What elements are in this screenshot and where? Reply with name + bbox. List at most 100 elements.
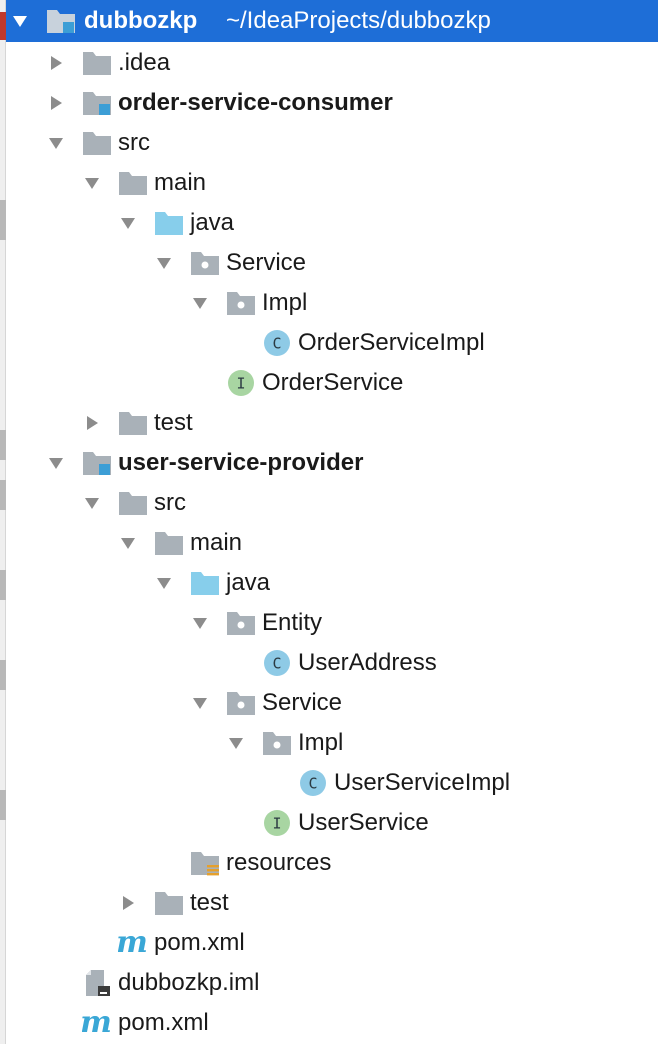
chevron-down-icon[interactable]: [48, 135, 64, 151]
tree-item[interactable]: main: [6, 162, 658, 202]
chevron-right-icon[interactable]: [48, 55, 64, 71]
folder-icon: [119, 172, 147, 195]
tree-item[interactable]: order-service-consumer: [6, 82, 658, 122]
chevron-right-icon[interactable]: [120, 895, 136, 911]
package-icon: [227, 292, 255, 315]
class-icon: C: [264, 650, 290, 676]
tree-item[interactable]: C OrderServiceImpl: [6, 322, 658, 362]
tree-item-label: test: [154, 409, 193, 436]
edge-marker: [0, 480, 6, 510]
tree-item[interactable]: .idea: [6, 42, 658, 82]
tree-item[interactable]: user-service-provider: [6, 442, 658, 482]
tree-root-name: dubbozkp: [84, 7, 198, 34]
chevron-down-icon[interactable]: [48, 455, 64, 471]
folder-icon: [83, 52, 111, 75]
chevron-down-icon[interactable]: [120, 215, 136, 231]
folder-icon: [155, 892, 183, 915]
tree-item[interactable]: test: [6, 882, 658, 922]
chevron-down-icon[interactable]: [192, 295, 208, 311]
tree-item-label: order-service-consumer: [118, 89, 393, 116]
tree-item-label: Service: [226, 249, 307, 276]
class-icon: C: [264, 330, 290, 356]
maven-icon: m: [118, 929, 148, 957]
tree-item[interactable]: java: [6, 202, 658, 242]
project-tree: dubbozkp ~/IdeaProjects/dubbozkp .idea or…: [6, 0, 658, 1044]
chevron-down-icon[interactable]: [84, 495, 100, 511]
tree-item-label: src: [154, 489, 186, 516]
maven-icon: m: [82, 1009, 112, 1037]
package-icon: [263, 732, 291, 755]
tree-item-label: Impl: [298, 729, 344, 756]
tree-item[interactable]: test: [6, 402, 658, 442]
tree-item[interactable]: resources: [6, 842, 658, 882]
tree-item-label: dubbozkp.iml: [118, 969, 260, 996]
tree-item[interactable]: src: [6, 482, 658, 522]
folder-icon: [119, 412, 147, 435]
edge-marker: [0, 200, 6, 240]
tree-item-label: OrderServiceImpl: [298, 329, 485, 356]
tree-item[interactable]: Impl: [6, 722, 658, 762]
tree-item-label: Service: [262, 689, 343, 716]
edge-marker: [0, 660, 6, 690]
tree-item[interactable]: src: [6, 122, 658, 162]
tree-item[interactable]: Service: [6, 242, 658, 282]
tree-item-label: pom.xml: [154, 929, 245, 956]
tree-item-label: pom.xml: [118, 1009, 209, 1036]
tree-item-label: main: [154, 169, 207, 196]
package-icon: [227, 692, 255, 715]
tree-item[interactable]: java: [6, 562, 658, 602]
module-folder-icon: [47, 10, 75, 33]
chevron-down-icon[interactable]: [84, 175, 100, 191]
folder-icon: [119, 492, 147, 515]
chevron-down-icon[interactable]: [228, 735, 244, 751]
tree-item-label: src: [118, 129, 150, 156]
module-folder-icon: [83, 92, 111, 115]
tree-item[interactable]: Entity: [6, 602, 658, 642]
source-folder-icon: [191, 572, 219, 595]
tree-item[interactable]: dubbozkp.iml: [6, 962, 658, 1002]
chevron-down-icon[interactable]: [156, 575, 172, 591]
tree-item-label: Impl: [262, 289, 308, 316]
left-editor-edge: [0, 0, 6, 1044]
tree-item-label: UserService: [298, 809, 429, 836]
tree-item[interactable]: main: [6, 522, 658, 562]
edge-marker: [0, 12, 6, 40]
folder-icon: [155, 532, 183, 555]
interface-icon: I: [264, 810, 290, 836]
chevron-down-icon[interactable]: [192, 695, 208, 711]
edge-marker: [0, 430, 6, 460]
tree-item[interactable]: Impl: [6, 282, 658, 322]
tree-root-row[interactable]: dubbozkp ~/IdeaProjects/dubbozkp: [6, 0, 658, 42]
svg-text:C: C: [272, 335, 281, 353]
iml-file-icon: [86, 970, 110, 996]
tree-item-label: OrderService: [262, 369, 404, 396]
chevron-right-icon[interactable]: [48, 95, 64, 111]
chevron-down-icon[interactable]: [12, 13, 28, 29]
svg-text:I: I: [272, 815, 281, 833]
tree-root-path: ~/IdeaProjects/dubbozkp: [226, 7, 491, 34]
chevron-down-icon[interactable]: [156, 255, 172, 271]
package-icon: [227, 612, 255, 635]
tree-item-label: user-service-provider: [118, 449, 364, 476]
tree-item[interactable]: Service: [6, 682, 658, 722]
chevron-down-icon[interactable]: [120, 535, 136, 551]
tree-item[interactable]: I UserService: [6, 802, 658, 842]
package-icon: [191, 252, 219, 275]
tree-item[interactable]: C UserServiceImpl: [6, 762, 658, 802]
class-icon: C: [300, 770, 326, 796]
chevron-down-icon[interactable]: [192, 615, 208, 631]
tree-item-label: .idea: [118, 49, 171, 76]
folder-icon: [83, 132, 111, 155]
edge-marker: [0, 790, 6, 820]
chevron-right-icon[interactable]: [84, 415, 100, 431]
tree-item-label: UserServiceImpl: [334, 769, 511, 796]
source-folder-icon: [155, 212, 183, 235]
tree-item-label: java: [226, 569, 271, 596]
tree-item-label: Entity: [262, 609, 323, 636]
svg-text:C: C: [308, 775, 317, 793]
edge-marker: [0, 570, 6, 600]
